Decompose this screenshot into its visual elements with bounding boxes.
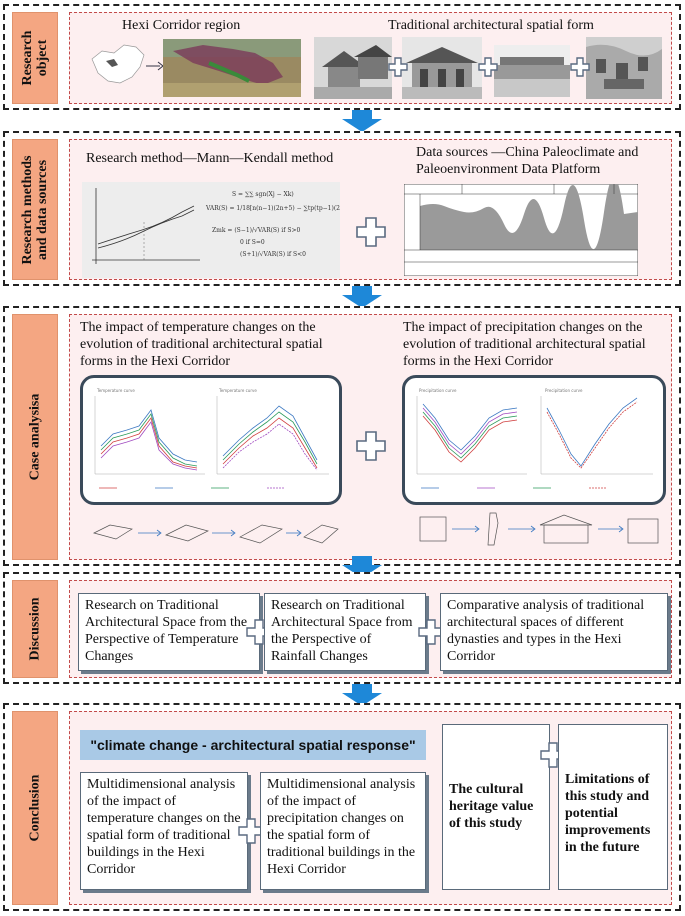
case-analysis-section: Case analysisa The impact of temperature… [3,306,681,566]
precipitation-building-evolution-image [419,512,659,546]
conclusion-banner: "climate change - architectural spatial … [80,730,426,760]
conclusion-panel: "climate change - architectural spatial … [69,711,672,905]
svg-text:Precipitation curve: Precipitation curve [419,388,457,393]
china-map-image [91,44,145,84]
research-object-label: Research object [12,12,58,104]
architecture-photo-2 [402,37,482,99]
discussion-comparative-box: Comparative analysis of traditional arch… [440,593,668,671]
svg-text:Zmk = (S−1)/√VAR(S) if S>0: Zmk = (S−1)/√VAR(S) if S>0 [212,227,300,234]
flow-arrow-down [342,556,382,578]
plus-icon [356,217,386,247]
conclusion-section: Conclusion "climate change - architectur… [3,703,681,911]
discussion-rainfall-box: Research on Traditional Architectural Sp… [264,593,426,671]
discussion-section: Discussion Research on Traditional Archi… [3,572,681,684]
plus-icon [418,619,444,645]
methods-label: Research methods and data sources [12,139,58,280]
svg-text:S = ∑∑ sgn(Xj − Xk): S = ∑∑ sgn(Xj − Xk) [232,191,294,198]
svg-text:(S+1)/√VAR(S) if S<0: (S+1)/√VAR(S) if S<0 [240,251,306,258]
conclusion-limitations-box: Limitations of this study and potential … [558,724,668,890]
methods-section: Research methods and data sources Resear… [3,131,681,286]
satellite-map-image [163,39,301,97]
plus-icon [238,818,264,844]
precipitation-case-title: The impact of precipitation changes on t… [403,320,646,369]
mann-kendall-formula-image: S = ∑∑ sgn(Xj − Xk) VAR(S) = 1/18[n(n−1)… [82,182,340,278]
flow-arrow-down [342,684,382,706]
plus-icon [356,431,386,461]
plus-icon [478,57,498,77]
region-title: Hexi Corridor region [122,18,241,33]
map-arrow [146,61,164,71]
svg-text:Precipitation curve: Precipitation curve [545,388,583,393]
precipitation-chart-panel: Precipitation curve Precipitation curve [402,375,666,505]
temperature-case-title: The impact of temperature changes on the… [80,320,323,369]
discussion-panel: Research on Traditional Architectural Sp… [69,580,672,678]
flow-arrow-down [342,110,382,132]
case-analysis-label: Case analysisa [12,314,58,560]
plus-icon [540,742,566,768]
data-source-title: Data sources —China Paleoclimate and Pal… [416,145,639,177]
temperature-chart-panel: Temperature curve Temperature curve [80,375,342,505]
plus-icon [570,57,590,77]
architecture-photo-1 [314,37,392,99]
temperature-chart-image: Temperature curve Temperature curve [94,388,329,489]
svg-text:0 if S=0: 0 if S=0 [240,239,265,246]
form-title: Traditional architectural spatial form [388,18,594,33]
svg-text:VAR(S) = 1/18[n(n−1)(2n+5) − ∑: VAR(S) = 1/18[n(n−1)(2n+5) − ∑tp(tp−1)(2… [205,205,340,212]
precipitation-chart-image: Precipitation curve Precipitation curve [416,388,653,489]
temperature-building-evolution-image [93,524,339,544]
conclusion-temperature-box: Multidimensional analysis of the impact … [80,772,248,890]
case-analysis-panel: The impact of temperature changes on the… [69,314,672,560]
discussion-temperature-box: Research on Traditional Architectural Sp… [78,593,260,671]
conclusion-precipitation-box: Multidimensional analysis of the impact … [260,772,426,890]
paleoclimate-data-image [404,184,638,276]
architecture-photo-3 [494,45,570,97]
conclusion-heritage-box: The cultural heritage value of this stud… [442,724,550,890]
discussion-label: Discussion [12,580,58,678]
conclusion-label: Conclusion [12,711,58,905]
flow-arrow-down [342,286,382,308]
plus-icon [388,57,408,77]
research-object-section: Research object Hexi Corridor region Tra… [3,4,681,110]
research-object-panel: Hexi Corridor region Traditional archite… [69,12,672,104]
svg-text:Temperature curve: Temperature curve [218,388,257,393]
architecture-photo-4 [586,37,662,99]
plus-icon [246,619,272,645]
svg-text:Temperature curve: Temperature curve [96,388,135,393]
method-title: Research method—Mann—Kendall method [86,151,334,166]
methods-panel: Research method—Mann—Kendall method Data… [69,139,672,280]
